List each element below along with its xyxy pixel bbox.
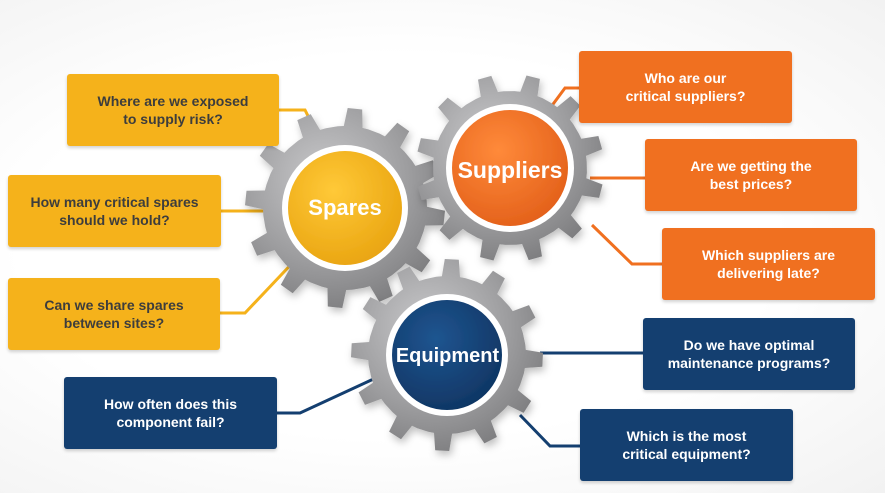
spares-question-share-spares: Can we share spares between sites? [8,278,220,350]
connector-line [518,413,580,448]
connector-line [220,253,302,315]
suppliers-gear-label: Suppliers [457,156,563,183]
connector-line [590,223,662,266]
suppliers-question-critical-suppliers: Who are our critical suppliers? [579,51,792,123]
suppliers-question-delivering-late: Which suppliers are delivering late? [662,228,875,300]
spares-gear-label: Spares [308,195,382,220]
equipment-question-maintenance-programs: Do we have optimal maintenance programs? [643,318,855,390]
gear-hub [288,151,402,265]
suppliers-question-best-prices: Are we getting the best prices? [645,139,857,211]
equipment-gear [351,259,543,451]
equipment-question-component-fail: How often does this component fail? [64,377,277,449]
spares-gear [245,108,445,308]
suppliers-gear [417,75,603,261]
gear-hub [452,110,568,226]
equipment-question-critical-equipment: Which is the most critical equipment? [580,409,793,481]
spares-question-supply-risk: Where are we exposed to supply risk? [67,74,279,146]
equipment-connectors [277,351,645,448]
equipment-gear-label: Equipment [395,344,500,367]
gear-hub [392,300,502,410]
connector-line [277,374,381,415]
spares-question-critical-spares: How many critical spares should we hold? [8,175,221,247]
